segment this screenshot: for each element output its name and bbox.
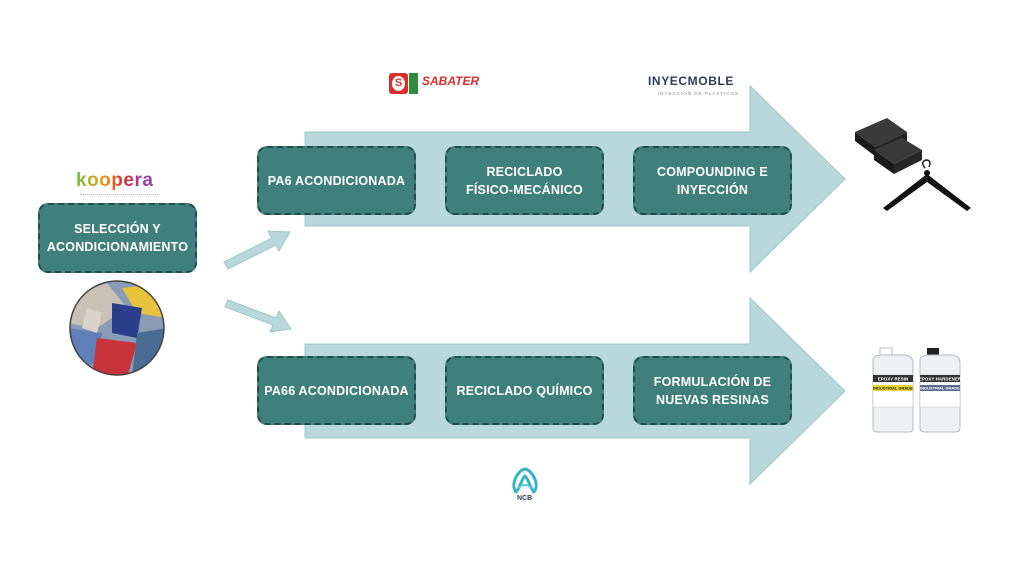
sabater-s-icon: S bbox=[389, 73, 408, 94]
epoxy-resin-bottles-image: EPOXY RESIN INDUSTRIAL GRADE EPOXY HARDE… bbox=[872, 347, 962, 433]
inyecmoble-logo-text: INYECMOBLE bbox=[648, 74, 735, 88]
branch-arrow-down bbox=[224, 299, 292, 333]
bottle-1-label: EPOXY RESIN bbox=[878, 377, 908, 382]
inyecmoble-logo: INYECMOBLE INYECCIÓN DE PLÁSTICOS bbox=[648, 74, 748, 102]
koopera-logo-text: koopera bbox=[76, 170, 154, 191]
bottle-1-sublabel: INDUSTRIAL GRADE bbox=[873, 386, 913, 391]
box-pa6-acondicionada: PA6 ACONDICIONADA bbox=[257, 146, 416, 215]
box-formulacion-resinas: FORMULACIÓN DE NUEVAS RESINAS bbox=[633, 356, 792, 425]
sabater-logo: S SABATER bbox=[389, 73, 489, 97]
ncb-logo-text: NCB bbox=[517, 495, 533, 502]
sabater-logo-text: SABATER bbox=[422, 74, 480, 88]
box-reciclado-quimico: RECICLADO QUÍMICO bbox=[445, 356, 604, 425]
inyecmoble-logo-subtitle: INYECCIÓN DE PLÁSTICOS bbox=[658, 91, 740, 96]
branch-arrow-up bbox=[223, 230, 291, 270]
box-reciclado-fisico-mecanico: RECICLADO FÍSICO-MECÁNICO bbox=[445, 146, 604, 215]
ncb-logo-icon bbox=[512, 467, 538, 494]
ncb-logo: NCB bbox=[508, 466, 542, 506]
plastic-products-image bbox=[855, 118, 971, 211]
bottle-2-label: EPOXY HARDENER bbox=[919, 377, 962, 382]
box-compounding-inyeccion: COMPOUNDING E INYECCIÓN bbox=[633, 146, 792, 215]
koopera-logo: koopera bbox=[76, 170, 153, 192]
bottle-2-sublabel: INDUSTRIAL GRADE bbox=[920, 386, 960, 391]
sabater-green-mark bbox=[409, 73, 418, 94]
koopera-tagline bbox=[80, 194, 160, 197]
textile-waste-image bbox=[69, 280, 165, 376]
start-box-seleccion: SELECCIÓN Y ACONDICIONAMIENTO bbox=[38, 203, 197, 273]
box-pa66-acondicionada: PA66 ACONDICIONADA bbox=[257, 356, 416, 425]
